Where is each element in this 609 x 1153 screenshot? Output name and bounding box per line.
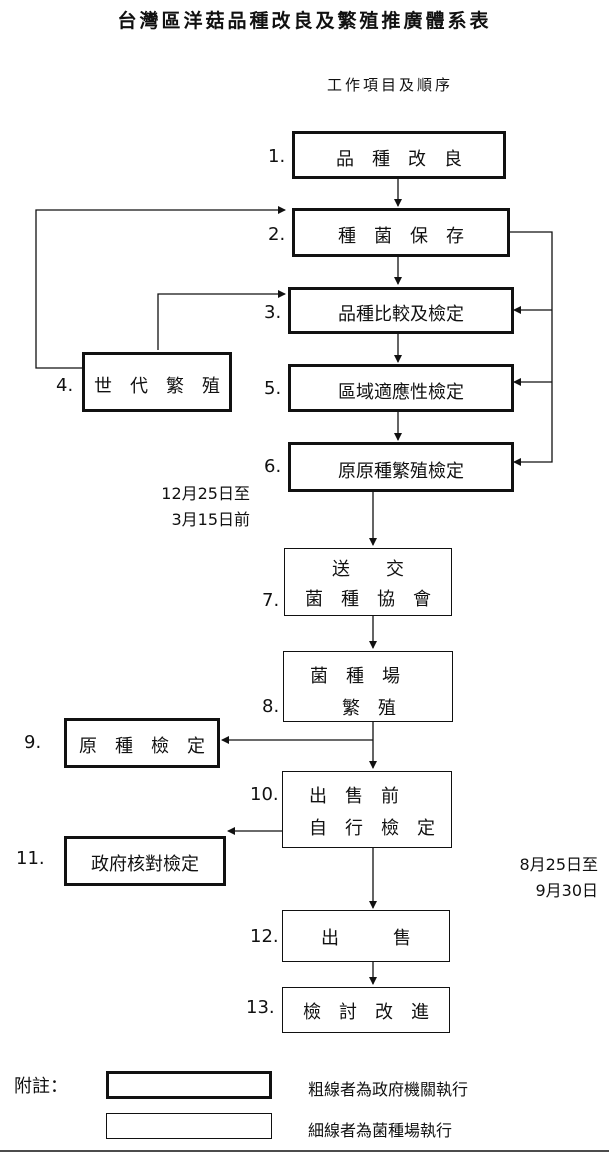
step-label: 檢 討 改 進 — [303, 1002, 429, 1023]
loop-2-right — [510, 231, 553, 466]
step-label: 出 售 — [321, 928, 411, 949]
step-label: 送 交 — [332, 559, 404, 580]
date-period-2: 8月25日至 9月30日 — [450, 852, 598, 904]
step-number: 6. — [264, 456, 282, 477]
step-box-sale: 出 售 — [282, 910, 450, 962]
step-box-regional-adaptability: 區域適應性檢定 — [288, 364, 514, 412]
step-label: 菌 種 協 會 — [305, 589, 431, 610]
step-number: 3. — [264, 302, 282, 323]
legend-thick-text: 粗線者為政府機關執行 — [308, 1080, 469, 1099]
step-box-government-verification: 政府核對檢定 — [64, 836, 226, 886]
step-label: 種 菌 保 存 — [338, 226, 464, 247]
step-number: 11. — [16, 848, 45, 869]
step-number: 1. — [268, 146, 286, 167]
legend-label: 附註： — [14, 1076, 68, 1097]
loop-4-to-2 — [35, 206, 286, 369]
legend-thin-sample — [106, 1113, 272, 1139]
step-box-spawn-preservation: 種 菌 保 存 — [292, 208, 510, 257]
step-box-spawn-farm-propagation: 菌 種 場 繁 殖 — [283, 651, 453, 722]
step-box-variety-improvement: 品 種 改 良 — [292, 131, 506, 179]
step-number: 4. — [56, 375, 74, 396]
step-number: 13. — [246, 997, 275, 1018]
step-label: 原 種 檢 定 — [79, 736, 205, 757]
date-line: 3月15日前 — [171, 510, 250, 529]
date-line: 9月30日 — [535, 881, 598, 900]
step-label: 世 代 繁 殖 — [94, 376, 220, 397]
legend-thin-text: 細線者為菌種場執行 — [308, 1121, 453, 1140]
step-number: 7. — [262, 590, 280, 611]
step-label: 區域適應性檢定 — [338, 382, 464, 403]
step-box-pre-sale-self-test: 出 售 前 自 行 檢 定 — [282, 771, 452, 848]
step-box-variety-comparison: 品種比較及檢定 — [288, 287, 514, 334]
step-box-submit-to-association: 送 交 菌 種 協 會 — [284, 548, 452, 616]
step-number: 2. — [268, 224, 286, 245]
legend-thick-sample — [106, 1071, 272, 1099]
step-label: 出 售 前 — [309, 786, 399, 807]
step-box-review-improve: 檢 討 改 進 — [282, 987, 450, 1033]
step-number: 9. — [24, 732, 42, 753]
arrow-4-to-3 — [157, 290, 286, 350]
date-line: 8月25日至 — [519, 855, 598, 874]
page-title: 台灣區洋菇品種改良及繁殖推廣體系表 — [117, 10, 492, 32]
step-label: 繁 殖 — [342, 698, 396, 719]
step-number: 12. — [250, 926, 279, 947]
step-label: 政府核對檢定 — [91, 854, 199, 875]
step-number: 10. — [250, 784, 279, 805]
page-subtitle: 工作項目及順序 — [326, 76, 453, 94]
step-box-foundation-seed-test: 原原種繁殖檢定 — [288, 442, 514, 492]
step-label: 品種比較及檢定 — [338, 304, 464, 325]
step-label: 品 種 改 良 — [336, 149, 462, 170]
step-number: 5. — [264, 378, 282, 399]
step-label: 自 行 檢 定 — [309, 818, 435, 839]
step-number: 8. — [262, 696, 280, 717]
step-label: 菌 種 場 — [310, 666, 400, 687]
step-box-generation-propagation: 世 代 繁 殖 — [82, 352, 232, 412]
step-box-stock-seed-test: 原 種 檢 定 — [64, 718, 220, 768]
date-period-1: 12月25日至 3月15日前 — [100, 481, 250, 533]
step-label: 原原種繁殖檢定 — [338, 461, 464, 482]
date-line: 12月25日至 — [161, 484, 250, 503]
